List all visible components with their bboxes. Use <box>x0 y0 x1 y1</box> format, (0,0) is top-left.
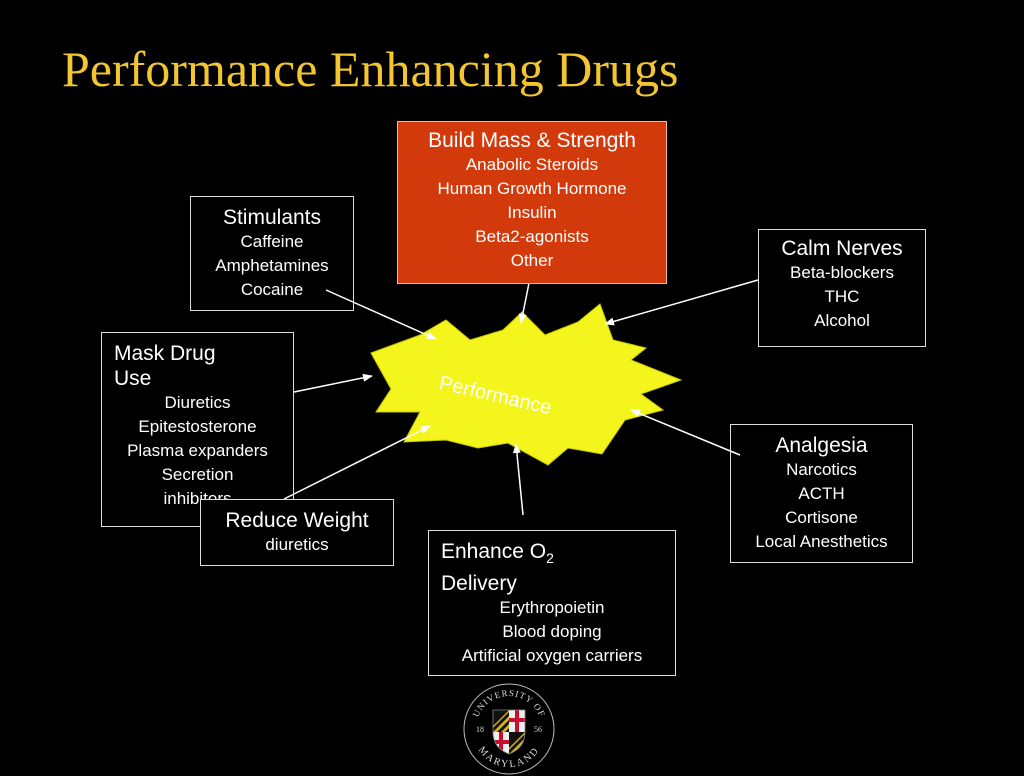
list-item: Beta2-agonists <box>475 227 589 246</box>
list-item: ACTH <box>798 484 845 503</box>
list-item: Narcotics <box>786 460 857 479</box>
box-heading: Build Mass & Strength <box>428 129 636 152</box>
box-analgesia: Analgesia Narcotics ACTH Cortisone Local… <box>730 424 913 563</box>
list-item: Human Growth Hormone <box>437 179 627 198</box>
box-stimulants: Stimulants Caffeine Amphetamines Cocaine <box>190 196 354 311</box>
slide-title: Performance Enhancing Drugs <box>62 41 679 97</box>
list-item: THC <box>824 287 860 306</box>
seal-year-left: 18 <box>476 725 484 734</box>
box-heading: Mask Drug <box>114 342 216 365</box>
arrow-reduce <box>283 425 431 500</box>
box-enhance-o2-delivery: Enhance O2 Delivery Erythropoietin Blood… <box>428 530 676 676</box>
heading-text: Enhance O <box>441 540 547 563</box>
university-seal-logo: UNIVERSITY OF MARYLAND 18 56 <box>463 683 555 775</box>
arrow-mask <box>293 373 373 393</box>
list-item: Cortisone <box>785 508 858 527</box>
box-heading: Calm Nerves <box>781 237 903 260</box>
box-heading: Reduce Weight <box>225 509 369 532</box>
list-item: Insulin <box>507 203 557 222</box>
list-item: Amphetamines <box>215 256 329 275</box>
box-heading-line2: Use <box>114 367 152 390</box>
list-item: Beta-blockers <box>790 263 894 282</box>
list-item: Alcohol <box>814 311 870 330</box>
arrow-analgesia <box>630 409 741 456</box>
box-heading: Stimulants <box>222 206 322 229</box>
box-heading: Analgesia <box>775 434 868 457</box>
arrow-calm <box>604 279 759 326</box>
box-build-mass-strength: Build Mass & Strength Anabolic Steroids … <box>397 121 667 284</box>
box-heading-line2: Delivery <box>441 572 517 596</box>
box-calm-nerves: Calm Nerves Beta-blockers THC Alcohol <box>758 229 926 347</box>
list-item: diuretics <box>265 535 329 554</box>
list-item: Other <box>510 251 554 270</box>
box-reduce-weight: Reduce Weight diuretics <box>200 499 394 566</box>
seal-year-right: 56 <box>534 725 542 734</box>
list-item: Erythropoietin <box>499 598 605 618</box>
list-item: Local Anesthetics <box>755 532 888 551</box>
list-item: Diuretics <box>164 393 231 412</box>
list-item: Secretion <box>161 465 234 484</box>
box-heading: Enhance O2 <box>435 539 669 571</box>
box-mask-drug-use: Mask Drug Use Diuretics Epitestosterone … <box>101 332 294 527</box>
list-item: Epitestosterone <box>138 417 257 436</box>
list-item: Artificial oxygen carriers <box>461 646 643 666</box>
list-item: Anabolic Steroids <box>465 155 599 174</box>
list-item: Caffeine <box>240 232 304 251</box>
list-item: Blood doping <box>502 622 602 642</box>
arrow-enhance <box>512 443 524 516</box>
list-item: Plasma expanders <box>127 441 268 460</box>
arrow-stimulants <box>325 289 437 340</box>
heading-subscript: 2 <box>546 550 554 567</box>
performance-burst <box>370 303 683 466</box>
list-item: Cocaine <box>240 280 304 299</box>
arrow-build <box>518 277 531 324</box>
